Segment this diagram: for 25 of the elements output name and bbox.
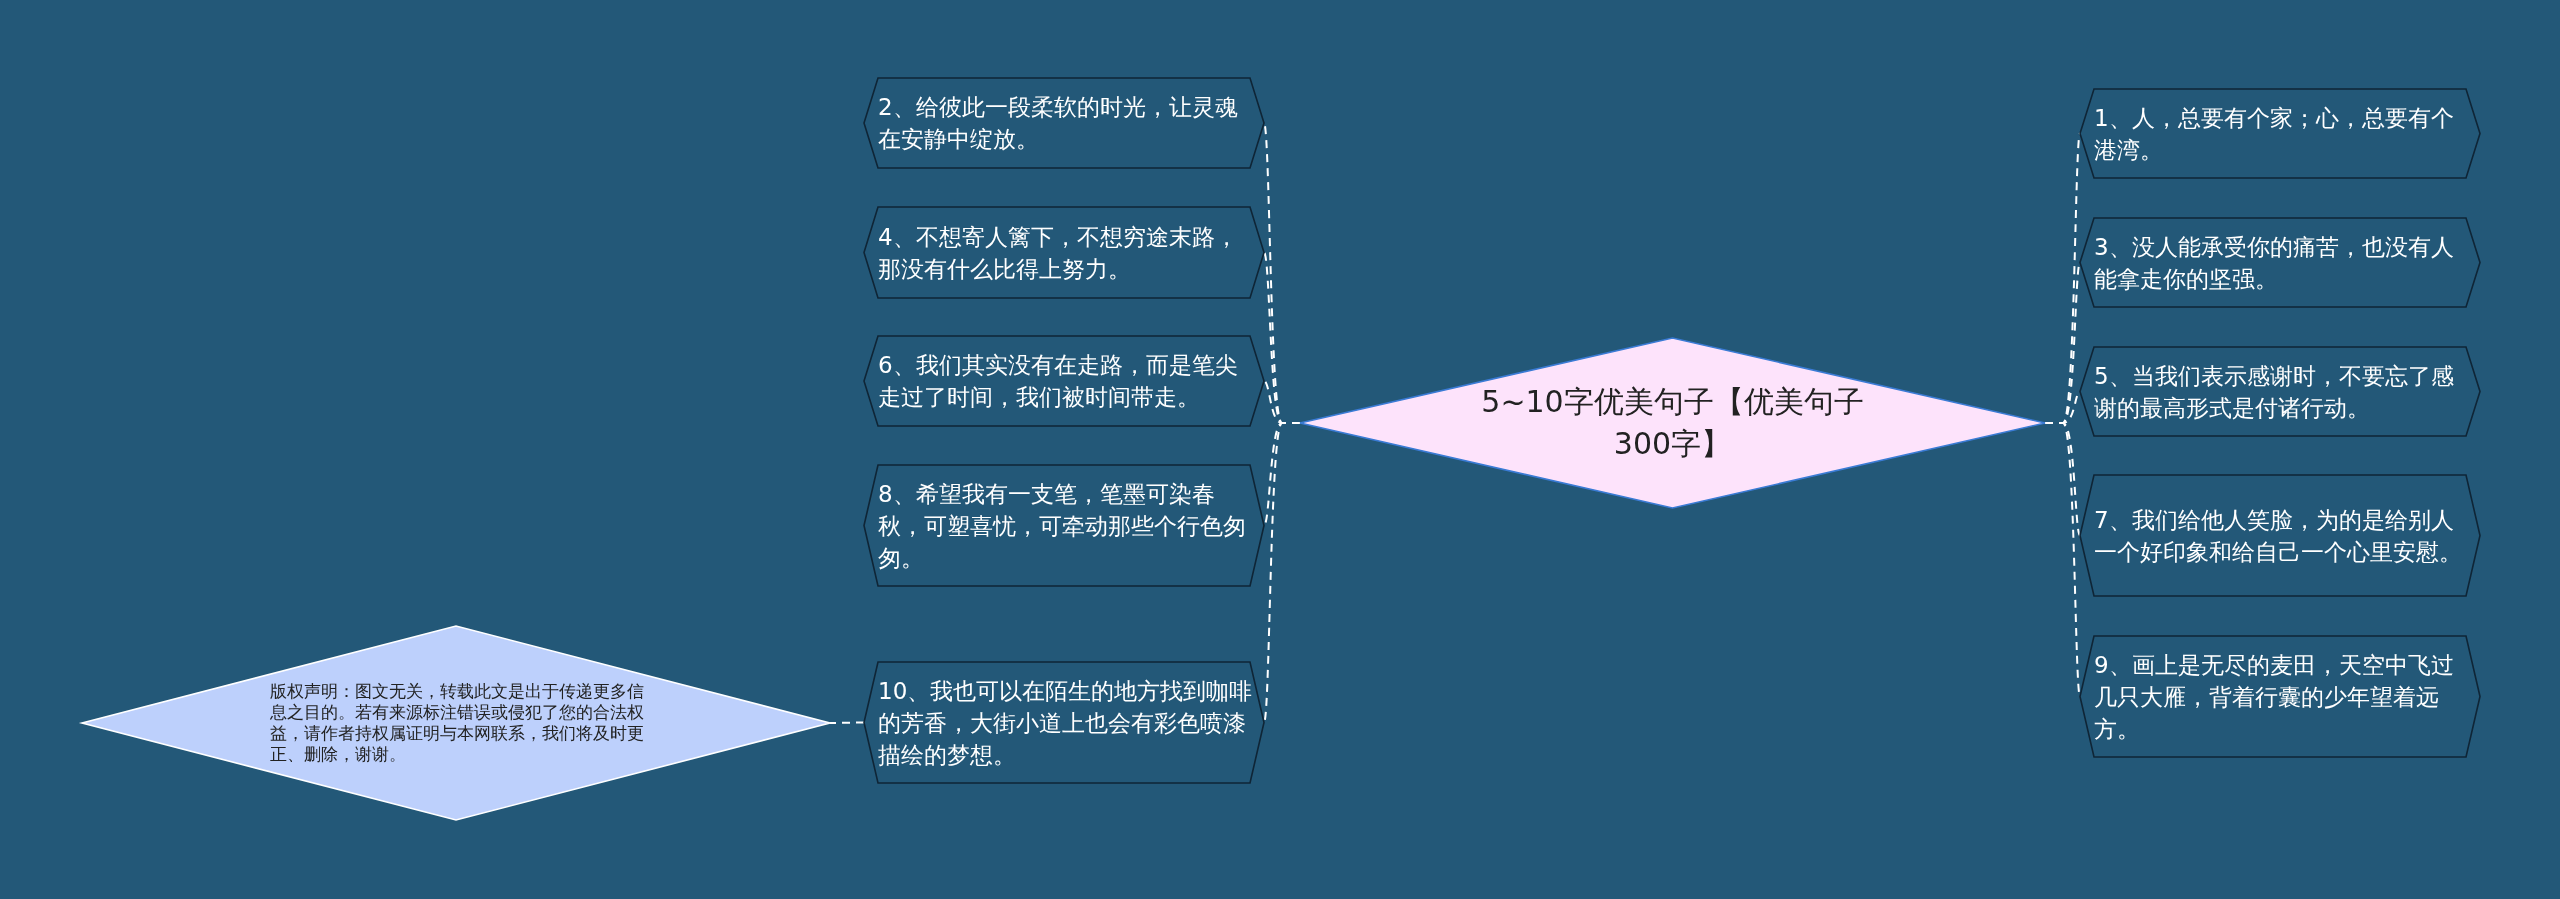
sentence-box (864, 662, 1264, 783)
node-text: 9、画上是无尽的麦田，天空中飞过几只大雁，背着行囊的少年望着远方。 (2094, 650, 2455, 744)
node-text: 5~10字优美句子【优美句子300字】 (1480, 383, 1865, 463)
sentence-box (864, 336, 1264, 426)
node-text: 2、给彼此一段柔软的时光，让灵魂在安静中绽放。 (878, 93, 1239, 154)
connector-line (829, 721, 865, 724)
title-diamond (1300, 338, 2045, 508)
sentence-box (2080, 475, 2480, 596)
node-text: 5、当我们表示感谢时，不要忘了感谢的最高形式是付诸行动。 (2094, 361, 2455, 423)
node-text: 8、希望我有一支笔，笔墨可染春秋，可塑喜忧，可牵动那些个行色匆匆。 (878, 479, 1247, 573)
sentence-box (2080, 89, 2480, 178)
sentence-box (864, 207, 1264, 298)
node-text: 4、不想寄人篱下，不想穷途末路，那没有什么比得上努力。 (878, 222, 1239, 284)
node-text: 6、我们其实没有在走路，而是笔尖走过了时间，我们被时间带走。 (878, 351, 1239, 412)
node-text: 7、我们给他人笑脸，为的是给别人一个好印象和给自己一个心里安慰。 (2094, 505, 2463, 567)
node-text: 版权声明：图文无关，转载此文是出于传递更多信息之目的。若有来源标注错误或侵犯了您的合法权益，请作者持权属证明与本网联系，我们将及时更正、删除，谢谢。 (270, 681, 645, 765)
node-text: 10、我也可以在陌生的地方找到咖啡的芳香，大街小道上也会有彩色喷漆描绘的梦想。 (878, 676, 1253, 770)
node-text: 1、人，总要有个家；心，总要有个港湾。 (2094, 103, 2455, 165)
notice-diamond (82, 626, 830, 820)
sentence-box (2080, 347, 2480, 436)
sentence-box (2080, 218, 2480, 307)
sentence-box (864, 78, 1264, 168)
node-text: 3、没人能承受你的痛苦，也没有人能拿走你的坚强。 (2094, 232, 2455, 294)
sentence-box (2080, 636, 2480, 757)
sentence-box (864, 465, 1264, 586)
